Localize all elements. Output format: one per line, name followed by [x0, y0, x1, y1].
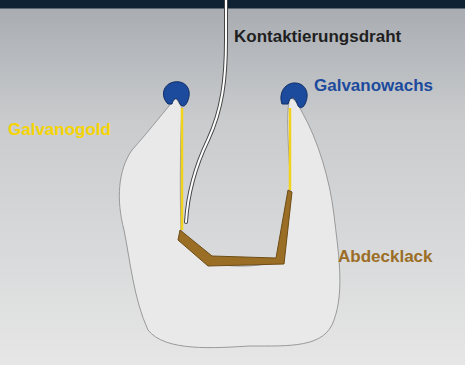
wax-cap-right	[281, 83, 307, 108]
lacquer-label: Abdecklack	[338, 248, 433, 267]
wire-label: Kontaktierungsdraht	[234, 28, 401, 47]
wax-cap-left	[163, 82, 189, 106]
gold-layer-left	[181, 108, 184, 230]
cover-lacquer-layer	[178, 190, 292, 266]
gold-label: Galvanogold	[8, 121, 111, 140]
gold-layer-right	[289, 108, 292, 190]
contact-wire-core	[186, 0, 226, 222]
contact-wire	[186, 0, 226, 222]
wax-label: Galvanowachs	[314, 77, 433, 96]
crown-body	[119, 98, 340, 348]
